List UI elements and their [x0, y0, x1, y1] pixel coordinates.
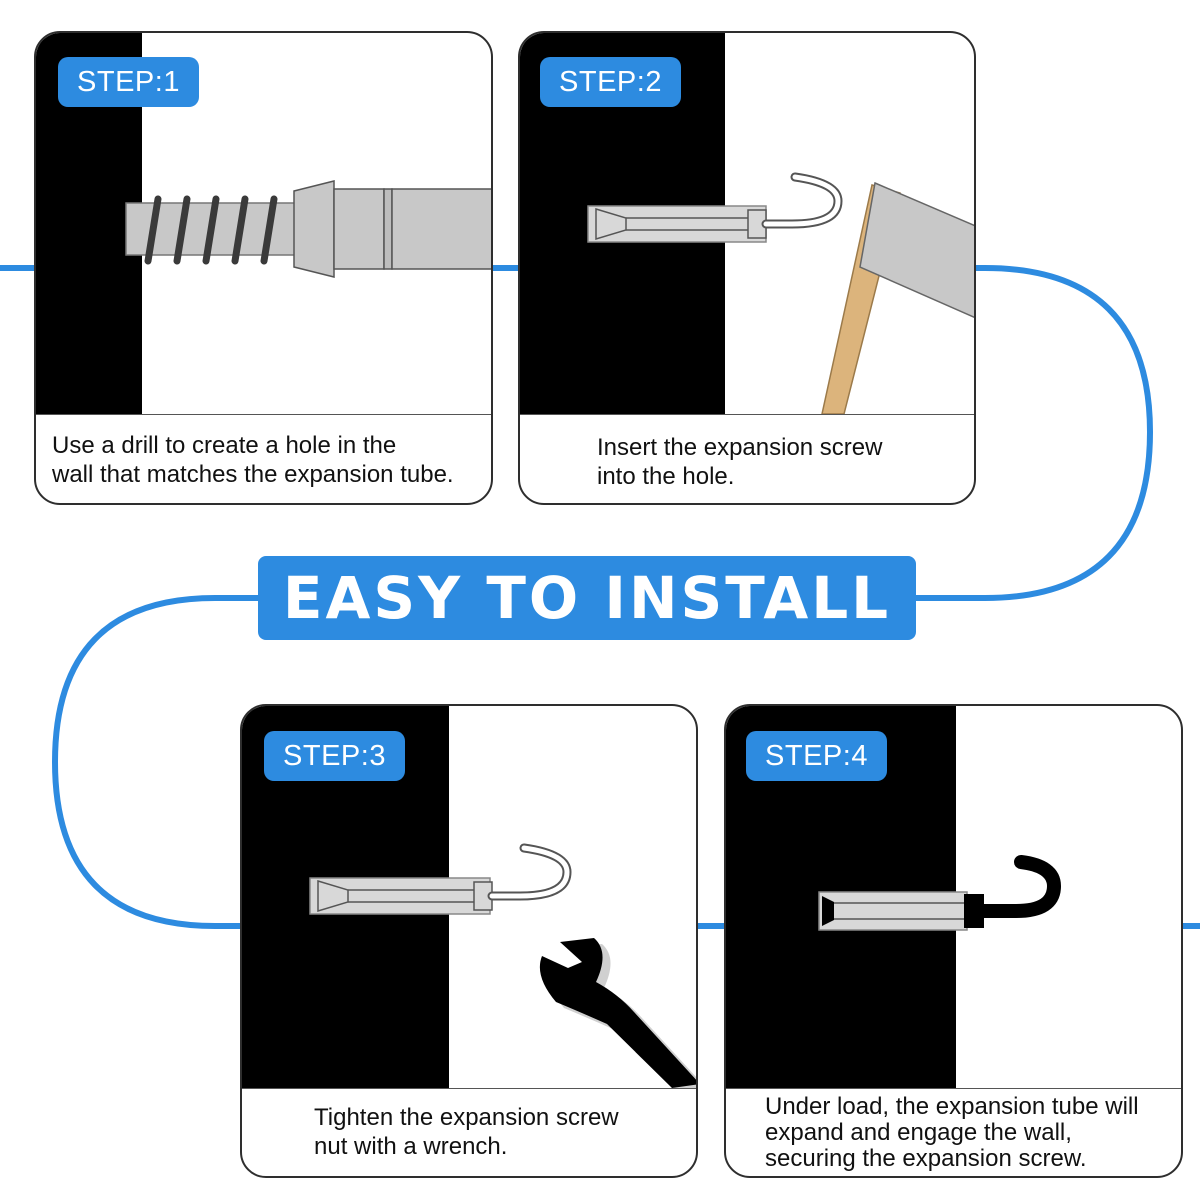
step-1-divider: [36, 414, 491, 415]
step-3-caption: Tighten the expansion screw nut with a w…: [314, 1103, 619, 1161]
step-2-caption-line: into the hole.: [597, 463, 735, 490]
step-2-caption-line: Insert the expansion screw: [597, 434, 883, 461]
step-3-divider: [242, 1088, 696, 1089]
step-1-card: STEP:1 Use a drill to create a hole in t…: [34, 31, 493, 505]
hammer-icon: [821, 181, 974, 414]
step-4-caption-line: expand and engage the wall,: [765, 1119, 1072, 1146]
step-4-divider: [726, 1088, 1181, 1089]
step-3-caption-line: nut with a wrench.: [314, 1133, 508, 1160]
title-banner: EASY TO INSTALL: [258, 556, 916, 640]
step-2-badge: STEP:2: [540, 57, 681, 107]
step-4-caption-line: securing the expansion screw.: [765, 1145, 1087, 1172]
step-3-badge: STEP:3: [264, 731, 405, 781]
step-2-card: STEP:2 Insert the expansion screw into t…: [518, 31, 976, 505]
step-2-divider: [520, 414, 974, 415]
page-title: EASY TO INSTALL: [282, 564, 892, 632]
step-3-caption-line: Tighten the expansion screw: [314, 1104, 619, 1131]
step-4-caption: Under load, the expansion tube will expa…: [765, 1094, 1139, 1172]
step-1-caption-line: wall that matches the expansion tube.: [52, 461, 454, 488]
step-1-caption: Use a drill to create a hole in the wall…: [52, 431, 454, 489]
step-4-badge: STEP:4: [746, 731, 887, 781]
step-2-caption: Insert the expansion screw into the hole…: [597, 433, 882, 491]
step-1-badge: STEP:1: [58, 57, 199, 107]
step-3-card: STEP:3 Tighten the expansion screw nut w…: [240, 704, 698, 1178]
step-1-caption-line: Use a drill to create a hole in the: [52, 432, 397, 459]
wrench-icon: [539, 938, 696, 1088]
step-4-card: STEP:4 Under load, the expansion tube wi…: [724, 704, 1183, 1178]
step-4-caption-line: Under load, the expansion tube will: [765, 1093, 1139, 1120]
